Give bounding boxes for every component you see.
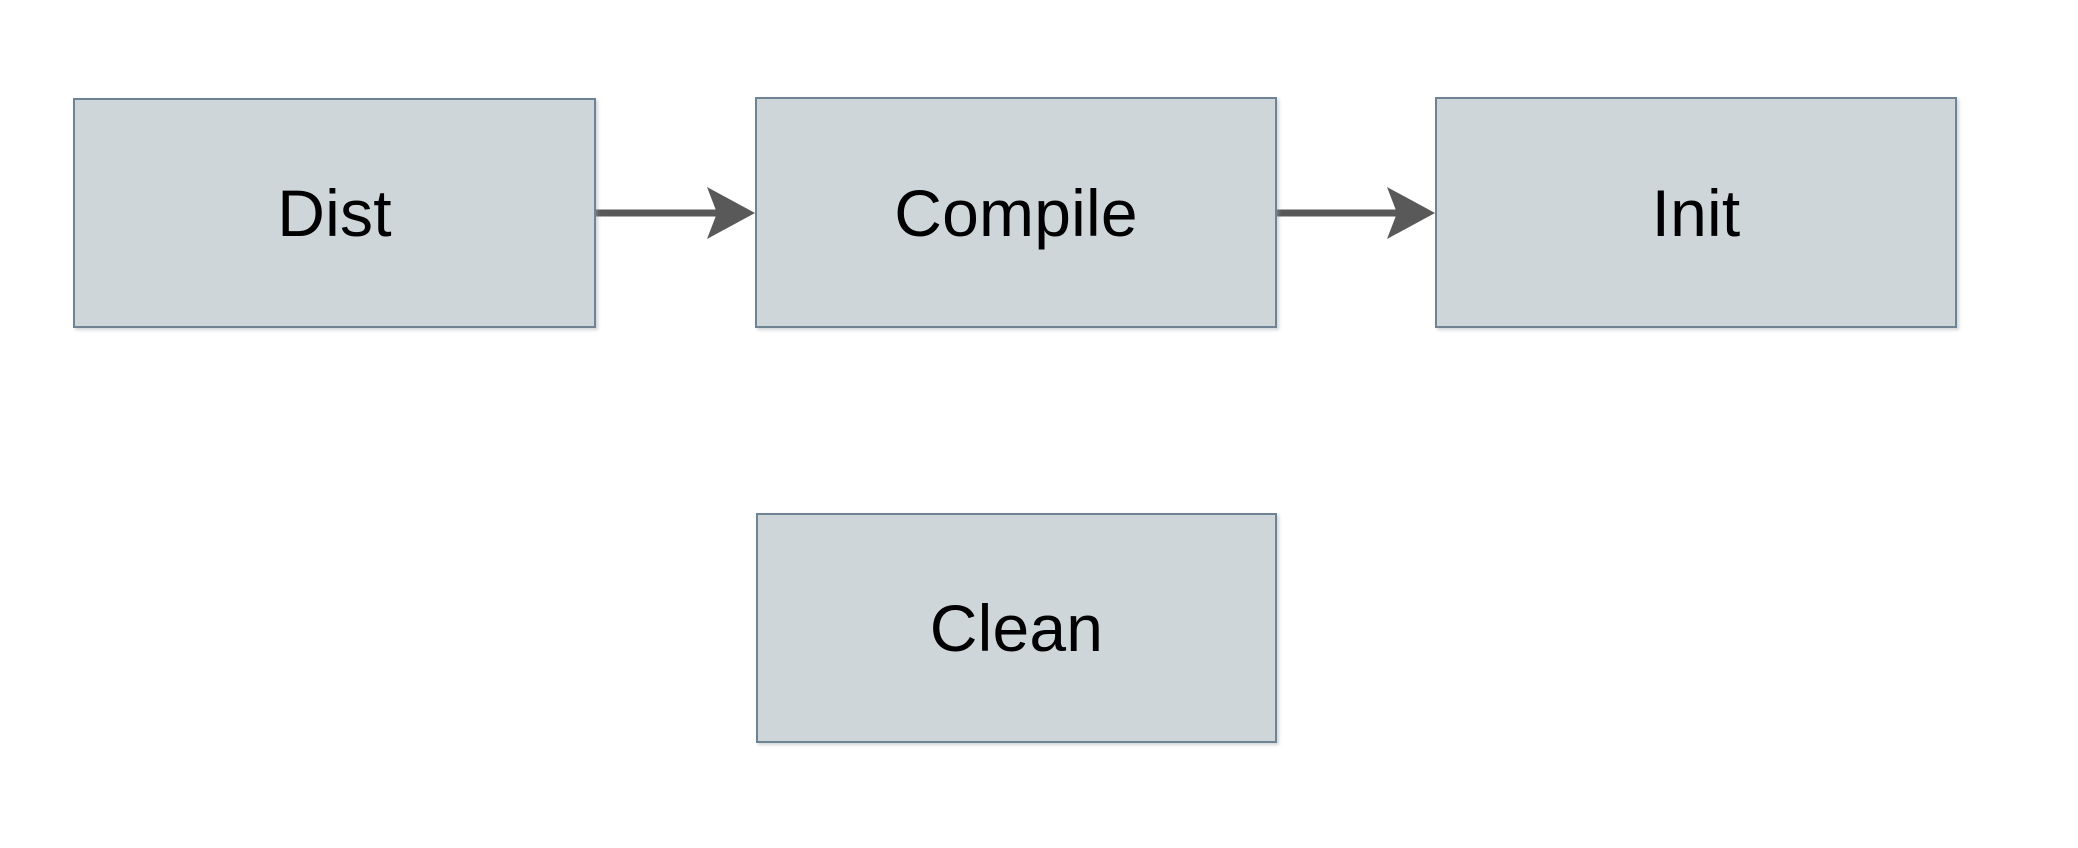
node-label: Dist <box>277 176 392 250</box>
edge-dist-to-compile[interactable] <box>596 187 755 239</box>
node-label: Clean <box>929 591 1104 665</box>
node-label: Compile <box>894 175 1138 250</box>
arrowhead-icon <box>707 187 755 239</box>
node-init[interactable]: Init <box>1435 97 1957 328</box>
node-compile[interactable]: Compile <box>755 97 1277 328</box>
node-label: Init <box>1651 175 1741 250</box>
node-dist[interactable]: Dist <box>73 98 596 328</box>
edge-compile-to-init[interactable] <box>1277 187 1435 239</box>
node-clean[interactable]: Clean <box>756 513 1277 743</box>
arrowhead-icon <box>1387 187 1435 239</box>
